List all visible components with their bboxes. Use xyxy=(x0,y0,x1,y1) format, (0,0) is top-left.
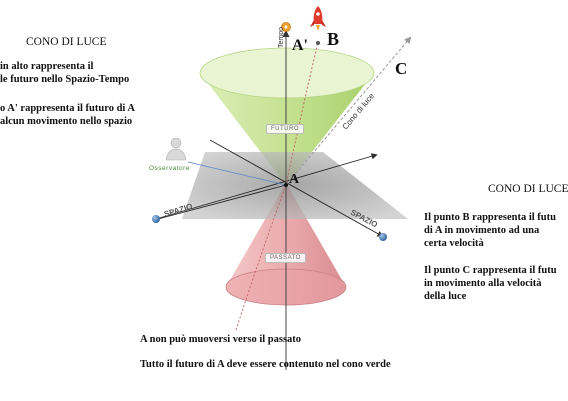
futuro-tag: FUTURO xyxy=(266,124,304,134)
observer-line xyxy=(187,161,287,186)
sphere-right xyxy=(379,233,387,241)
bottom-line-1: A non può muoversi verso il passato xyxy=(140,334,302,345)
right-c-line-3: della luce xyxy=(424,291,467,302)
right-b-line-1: Il punto B rappresenta il futu xyxy=(424,212,556,223)
right-c-line-1: Il punto C rappresenta il futu xyxy=(424,265,557,276)
right-c-line-2: in movimento alla velocità xyxy=(424,278,542,289)
label-a: A xyxy=(289,172,300,187)
tempo-label: Tempo xyxy=(278,27,285,48)
label-a-prime: A' xyxy=(292,37,308,54)
space-axis-3 xyxy=(157,184,287,220)
right-b-line-3: certa velocità xyxy=(424,238,484,249)
space-axis-2 xyxy=(209,139,384,237)
a-prime-icon xyxy=(281,22,291,32)
label-b: B xyxy=(327,29,340,49)
sphere-left xyxy=(152,215,160,223)
point-a xyxy=(284,183,288,187)
bottom-line-2: Tutto il futuro di A deve essere contenu… xyxy=(140,359,391,370)
left-title: CONO DI LUCE xyxy=(26,36,107,48)
space-axis-1 xyxy=(155,153,378,220)
passato-tag: PASSATO xyxy=(265,253,306,263)
right-title: CONO DI LUCE xyxy=(488,183,568,195)
light-line xyxy=(285,36,412,186)
rocket-icon xyxy=(310,6,326,45)
observer-icon xyxy=(165,137,187,161)
left-line-2: le futuro nello Spazio-Tempo xyxy=(0,74,130,85)
space-plane xyxy=(182,152,408,219)
left-line-4: alcun movimento nello spazio xyxy=(0,116,133,127)
left-line-1: in alto rappresenta il xyxy=(0,61,94,72)
right-b-line-2: di A in movimento ad una xyxy=(424,225,540,236)
left-line-3: o A' rappresenta il futuro di A xyxy=(0,103,135,114)
osservatore-label: Osservatore xyxy=(149,165,190,172)
label-c: C xyxy=(395,59,408,78)
